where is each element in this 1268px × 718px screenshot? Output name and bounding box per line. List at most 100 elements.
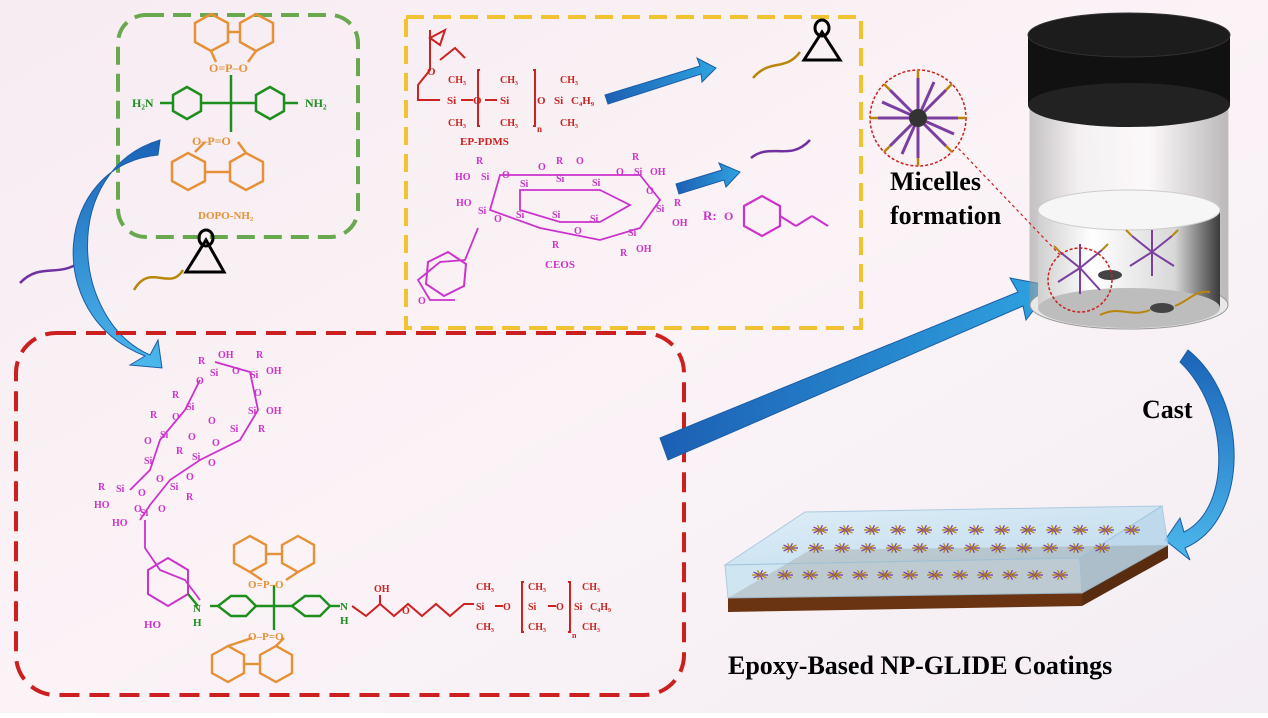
ep-si-3: Si <box>554 95 563 107</box>
ep-pdms-label: EP-PDMS <box>460 136 509 148</box>
ep-o-1: O <box>427 66 436 78</box>
ceos-r-3: R <box>632 152 640 163</box>
p-n-1: N <box>193 603 201 615</box>
slab-micelle <box>777 569 793 581</box>
slab-micelle <box>838 524 854 536</box>
slab-micelle <box>827 569 843 581</box>
p-r-8: R <box>98 482 106 493</box>
slab-micelle <box>994 524 1010 536</box>
ceos-ho-2: HO <box>456 198 472 209</box>
slab-micelle <box>927 569 943 581</box>
zoom-leader-line <box>957 147 1061 256</box>
p-n-sub: n <box>572 631 577 640</box>
p-o-t3: O <box>556 602 564 613</box>
micelles-label-line1: Micelles <box>890 167 981 196</box>
p-si-11: Si <box>140 508 149 519</box>
coating-slab <box>723 505 1169 612</box>
slab-micelle <box>1124 524 1140 536</box>
p-r-3: R <box>172 390 180 401</box>
p-si-1: Si <box>210 368 219 379</box>
p-r-1: R <box>198 356 206 367</box>
ep-si-2: Si <box>500 95 509 107</box>
p-oh-1: OH <box>218 350 234 361</box>
ceos-si-7: Si <box>628 228 637 239</box>
ceos-si-3: Si <box>556 174 565 185</box>
ceos-oh-3: OH <box>636 244 652 255</box>
p-h-1: H <box>193 617 202 629</box>
p-si-10: Si <box>116 484 125 495</box>
ceos-r-1: R <box>476 156 484 167</box>
slab-micelle <box>964 542 980 554</box>
jar-micelle-highlight <box>1047 247 1113 313</box>
ep-n: n <box>537 124 542 134</box>
ceos-o-2: O <box>538 162 546 173</box>
ep-si-1: Si <box>447 95 456 107</box>
p-n-2: N <box>340 601 348 613</box>
ceos-oh-2: OH <box>672 218 688 229</box>
ceos-o-3: O <box>576 156 584 167</box>
p-oh-tail: OH <box>374 584 390 595</box>
slab-micelle <box>1052 569 1068 581</box>
arrow-ceos <box>675 162 741 195</box>
ceos-si-1: Si <box>481 172 490 183</box>
ep-ch3-6: CH₃ <box>560 118 578 129</box>
p-o-t2: O <box>503 602 511 613</box>
arrow-ep-pdms <box>604 56 717 105</box>
p-si-8: Si <box>144 456 153 467</box>
p-o-11: O <box>186 472 194 483</box>
ceos-si-2: Si <box>520 179 529 190</box>
ceos-si-8: Si <box>590 214 599 225</box>
slab-micelle <box>864 524 880 536</box>
slab-micelle <box>782 542 798 554</box>
p-si-t1: Si <box>476 602 485 613</box>
p-ch3-3: CH₃ <box>528 582 546 593</box>
p-ho-1: HO <box>94 500 110 511</box>
slab-micelle <box>752 569 768 581</box>
p-ho-2: HO <box>112 518 128 529</box>
ceos-label: CEOS <box>545 259 575 271</box>
p-si-t3: Si <box>574 602 583 613</box>
p-si-6: Si <box>160 430 169 441</box>
dopo-nh2-label: DOPO-NH₂ <box>198 210 254 222</box>
jar-micelles <box>1053 229 1211 316</box>
ceos-o-1: O <box>502 170 510 181</box>
p-c4h9: C₄H₉ <box>590 602 611 613</box>
slab-micelle <box>1020 524 1036 536</box>
epoxide-chain-1 <box>132 228 227 291</box>
p-ch3-5: CH₃ <box>582 582 600 593</box>
ceos-si-6: Si <box>656 204 665 215</box>
ep-ch3-5: CH₃ <box>560 75 578 86</box>
cast-label: Cast <box>1142 395 1193 424</box>
slab-micelle <box>916 524 932 536</box>
slab-micelle <box>860 542 876 554</box>
slab-micelle <box>1072 524 1088 536</box>
p-o-12: O <box>138 488 146 499</box>
ceos-o-7: O <box>494 214 502 225</box>
ep-pdms-structure: O CH₃ Si CH₃ O CH₃ Si CH₃ n O CH₃ Si C₄H… <box>417 27 595 134</box>
slab-micelle <box>852 569 868 581</box>
slab-micelle <box>938 542 954 554</box>
p-o-top: O=P–O <box>209 61 248 75</box>
slab-micelle <box>1094 542 1110 554</box>
zoomed-micelle <box>869 69 967 167</box>
p-r-7: R <box>186 492 194 503</box>
ep-ch3-4: CH₃ <box>500 118 518 129</box>
ceos-o-5: O <box>646 186 654 197</box>
p-o-9: O <box>208 458 216 469</box>
p-r-5: R <box>258 424 266 435</box>
ep-o-2: O <box>473 95 482 107</box>
ceos-ho-1: HO <box>455 172 471 183</box>
p-si-5: Si <box>230 424 239 435</box>
epoxide-chain-2 <box>752 18 843 79</box>
slab-micelle <box>968 524 984 536</box>
p-o-7: O <box>188 432 196 443</box>
p-dopo-top: O=P–O <box>248 579 284 591</box>
slab-micelle <box>1027 569 1043 581</box>
p-o-bottom: O–P=O <box>192 134 231 148</box>
p-si-9: Si <box>170 482 179 493</box>
ceos-epoxy-o: O <box>418 296 426 307</box>
p-si-3: Si <box>186 402 195 413</box>
ceos-r-5: R <box>620 248 628 259</box>
